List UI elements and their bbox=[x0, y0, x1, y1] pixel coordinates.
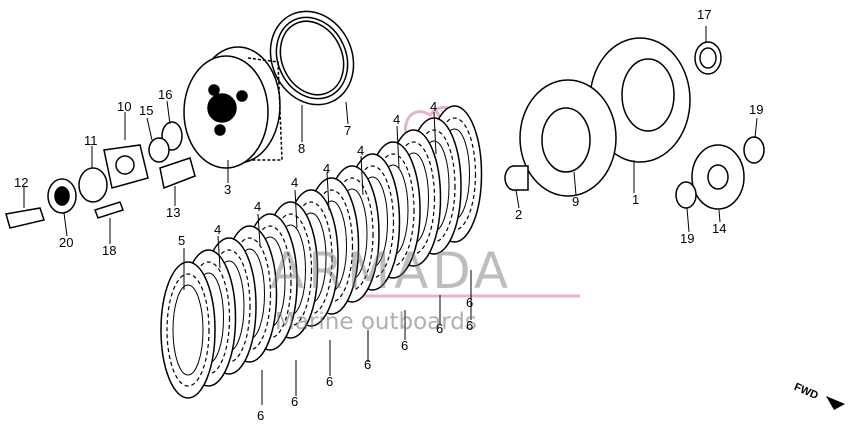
clutch-disc bbox=[160, 261, 216, 399]
callout-6-c: 6 bbox=[326, 374, 334, 389]
part-3-clutch-hub bbox=[183, 46, 283, 169]
watermark-brand: ARMADA bbox=[270, 242, 513, 300]
callout-19-b: 19 bbox=[680, 231, 695, 246]
parts-14-17-19 bbox=[675, 41, 765, 210]
callout-4-g: 4 bbox=[430, 99, 438, 114]
callout-13: 13 bbox=[166, 205, 181, 220]
callout-6-b: 6 bbox=[291, 394, 299, 409]
callout-6-a: 6 bbox=[257, 408, 265, 423]
callout-10: 10 bbox=[117, 99, 132, 114]
callout-16: 16 bbox=[158, 87, 173, 102]
callout-6-f: 6 bbox=[436, 321, 444, 336]
callout-15: 15 bbox=[139, 103, 154, 118]
callout-8: 8 bbox=[298, 141, 306, 156]
callout-3: 3 bbox=[224, 182, 232, 197]
callout-12: 12 bbox=[14, 175, 29, 190]
callout-6-g: 6 bbox=[466, 295, 474, 310]
part-8-ring bbox=[269, 10, 355, 106]
callout-19-a: 19 bbox=[749, 102, 764, 117]
callout-5: 5 bbox=[178, 233, 186, 248]
callout-4-c: 4 bbox=[291, 175, 299, 190]
callout-6-d: 6 bbox=[364, 357, 372, 372]
callout-4-d: 4 bbox=[323, 161, 331, 176]
callout-4-b: 4 bbox=[254, 199, 262, 214]
part-1-clutch-outer bbox=[519, 37, 691, 197]
callout-18: 18 bbox=[102, 243, 117, 258]
part-2-bushing bbox=[504, 165, 529, 191]
leader-lines bbox=[23, 26, 758, 405]
callout-20: 20 bbox=[59, 235, 74, 250]
callout-9: 9 bbox=[572, 194, 580, 209]
callout-4-e: 4 bbox=[357, 143, 365, 158]
callout-4-a: 4 bbox=[214, 222, 222, 237]
callout-6-h: 6 bbox=[466, 318, 474, 333]
callout-7: 7 bbox=[344, 123, 352, 138]
fwd-arrow-icon bbox=[826, 396, 845, 410]
small-parts bbox=[5, 121, 196, 229]
callout-2: 2 bbox=[515, 207, 523, 222]
callout-17: 17 bbox=[697, 7, 712, 22]
callout-11: 11 bbox=[84, 133, 98, 148]
callout-4-f: 4 bbox=[393, 112, 401, 127]
callout-6-e: 6 bbox=[401, 338, 409, 353]
watermark-subtitle: Marine outboards bbox=[275, 309, 477, 335]
callout-14: 14 bbox=[712, 221, 727, 236]
callout-1: 1 bbox=[632, 192, 640, 207]
